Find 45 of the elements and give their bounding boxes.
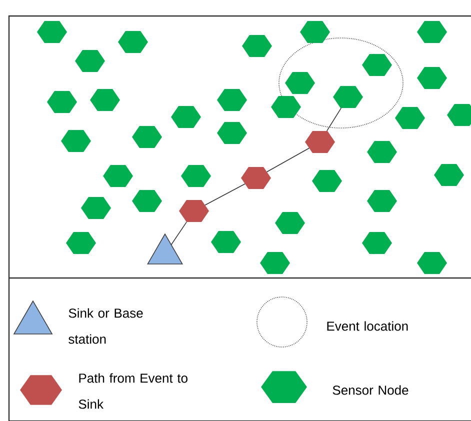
sensor-node-hexagon bbox=[103, 164, 133, 188]
sensor-node-hexagon bbox=[47, 90, 77, 114]
path-line bbox=[326, 108, 342, 132]
path-line bbox=[170, 222, 187, 246]
path-line bbox=[204, 183, 246, 206]
sensor-node-hexagon bbox=[181, 164, 211, 188]
path-node-hexagon bbox=[179, 200, 209, 222]
sensor-node-hexagon bbox=[171, 106, 201, 128]
sensor-node-hexagon bbox=[367, 190, 397, 212]
path-node-hexagon bbox=[241, 166, 271, 190]
sensor-node-hexagon bbox=[285, 72, 315, 94]
sensor-node-hexagon bbox=[81, 196, 111, 220]
sensor-node-hexagon bbox=[275, 212, 305, 234]
sensor-node-hexagon bbox=[271, 96, 301, 118]
sensor-node-hexagon bbox=[417, 66, 447, 90]
sensor-node-hexagon bbox=[362, 232, 392, 254]
sensor-node-hexagon bbox=[90, 88, 120, 112]
sensor-node-hexagon bbox=[367, 140, 397, 164]
sensor-node-hexagon bbox=[362, 54, 392, 76]
legend-label: Sink or Base station bbox=[68, 308, 143, 344]
path-line bbox=[266, 148, 310, 172]
sensor-node-hexagon bbox=[333, 86, 363, 108]
sensor-node-hexagon bbox=[395, 106, 425, 130]
legend-label: Sensor Node bbox=[332, 385, 408, 395]
sensor-node-hexagon bbox=[118, 30, 148, 54]
sensor-node-hexagon bbox=[242, 34, 272, 58]
sensor-node-hexagon bbox=[217, 88, 247, 112]
sensor-node-hexagon bbox=[66, 232, 96, 254]
legend-label: Event location bbox=[327, 321, 408, 331]
sensor-node-hexagon bbox=[61, 130, 91, 152]
sensor-node-hexagon bbox=[417, 252, 447, 274]
sensor-node-hexagon bbox=[417, 20, 447, 44]
sensor-node-hexagon bbox=[75, 50, 105, 72]
sensor-node-hexagon bbox=[211, 230, 241, 254]
path-node-hexagon bbox=[305, 130, 335, 154]
legend-label: Path from Event to Sink bbox=[78, 373, 188, 409]
sensor-node-hexagon bbox=[37, 20, 67, 44]
sensor-node-hexagon bbox=[260, 252, 290, 274]
sensor-node-hexagon bbox=[312, 170, 342, 192]
sensor-node-hexagon bbox=[447, 104, 471, 126]
sensor-node-hexagon bbox=[434, 164, 464, 186]
sensor-node-hexagon bbox=[132, 126, 162, 148]
sensor-node-hexagon bbox=[300, 20, 330, 44]
sensor-node-hexagon bbox=[132, 190, 162, 212]
sensor-node-hexagon bbox=[217, 122, 247, 144]
